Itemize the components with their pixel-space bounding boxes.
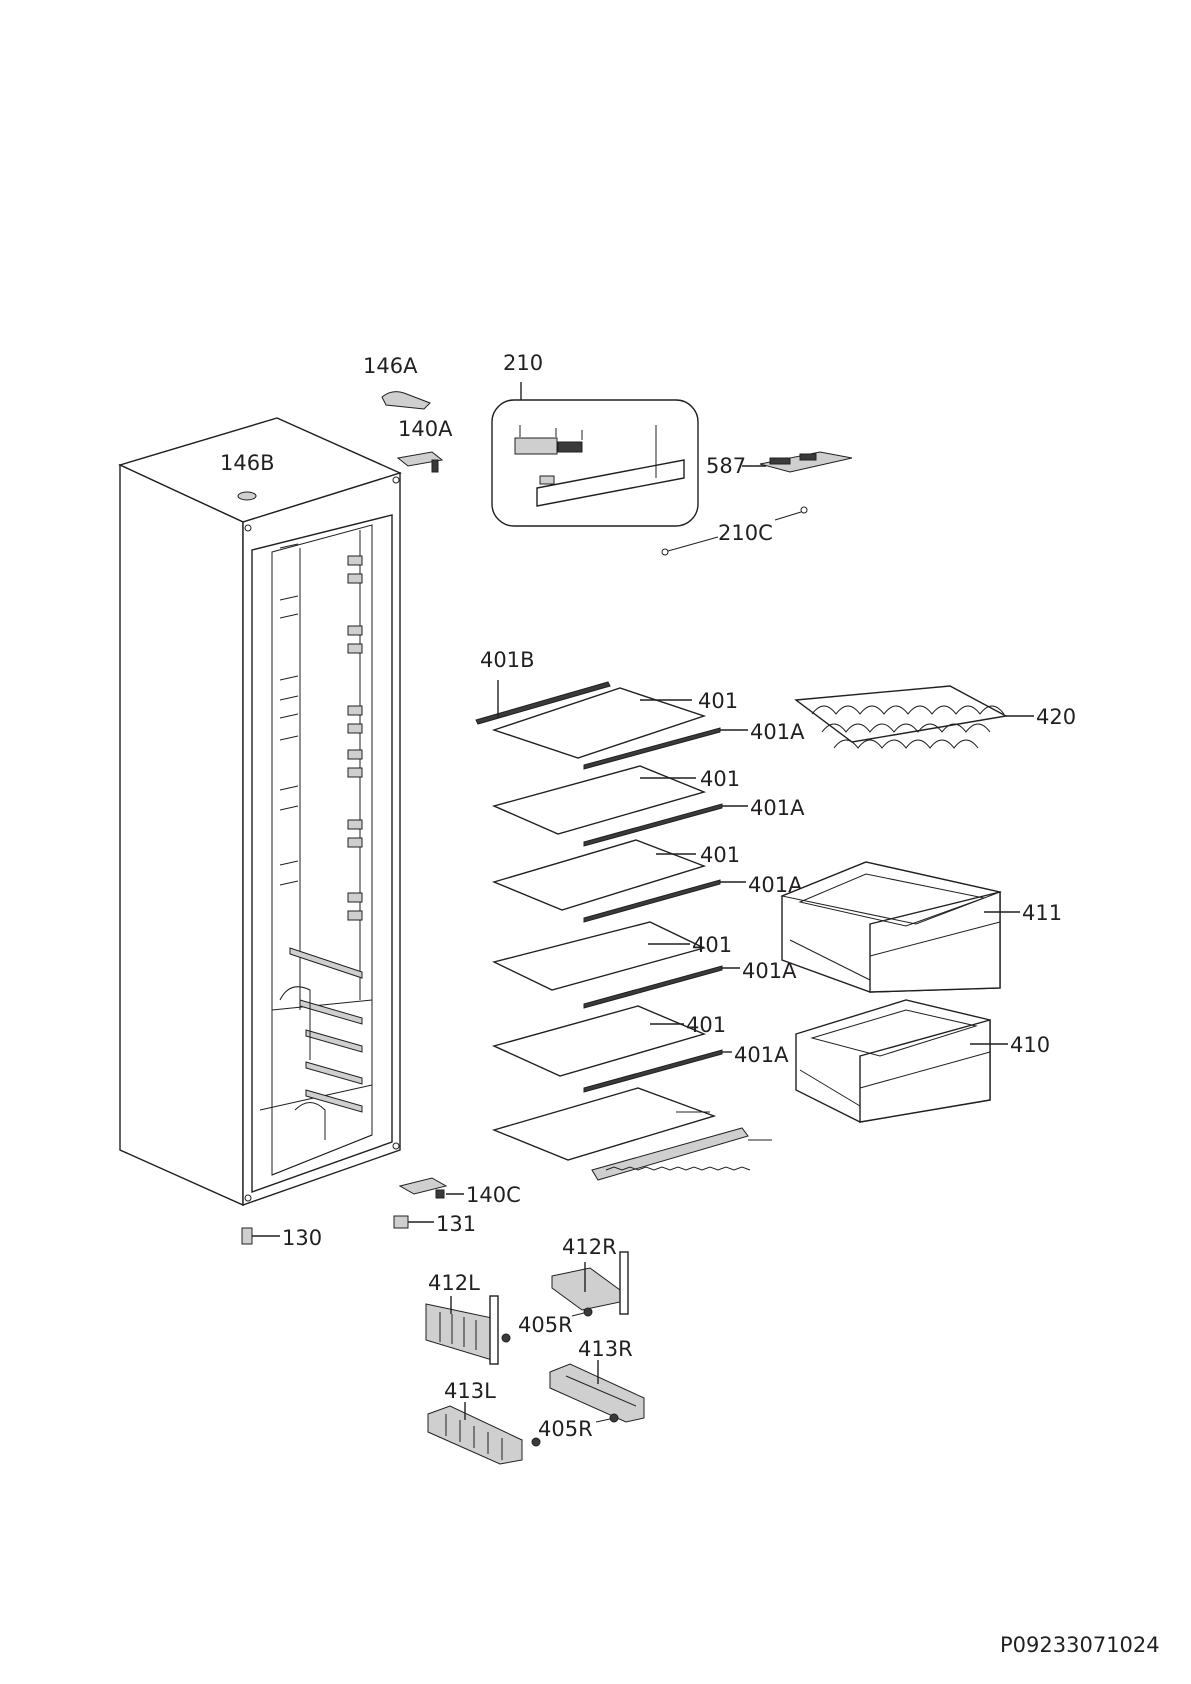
part-413R-rail: 413R xyxy=(549,1337,645,1423)
label-401-2: 401 xyxy=(700,767,740,791)
label-146A: 146A xyxy=(363,354,418,378)
label-405R-2: 405R xyxy=(538,1417,593,1441)
part-412R-rail: 412R xyxy=(551,1235,629,1315)
label-412R: 412R xyxy=(562,1235,617,1259)
label-401-4: 401 xyxy=(692,933,732,957)
label-130: 130 xyxy=(282,1226,322,1250)
label-413L: 413L xyxy=(444,1379,496,1403)
part-413L-rail: 413L xyxy=(427,1379,523,1465)
label-401A-5: 401A xyxy=(734,1043,789,1067)
part-410-drawer: 410 xyxy=(795,999,1050,1123)
label-210: 210 xyxy=(503,351,543,375)
part-140A: 140A xyxy=(396,417,453,473)
label-401-3: 401 xyxy=(700,843,740,867)
glass-shelves: 401B 401 401A 401 401A 401 401A xyxy=(475,648,805,1181)
part-210C: 210C xyxy=(661,506,808,556)
part-411-drawer: 411 xyxy=(780,861,1062,993)
cabinet-drawer-rails xyxy=(279,947,363,1140)
glass-shelf-6 xyxy=(491,1087,772,1181)
part-146A: 146A xyxy=(363,354,431,410)
glass-shelf-2: 401 401A xyxy=(491,765,805,847)
label-146B: 146B xyxy=(220,451,275,475)
label-131: 131 xyxy=(436,1212,476,1236)
part-140C: 140C xyxy=(398,1177,521,1207)
label-401-1: 401 xyxy=(698,689,738,713)
label-405R-1: 405R xyxy=(518,1313,573,1337)
part-130: 130 xyxy=(241,1226,322,1250)
part-420-wine-rack: 420 xyxy=(794,685,1076,749)
label-412L: 412L xyxy=(428,1271,480,1295)
label-140C: 140C xyxy=(466,1183,521,1207)
label-401-5: 401 xyxy=(686,1013,726,1037)
document-number: P09233071024 xyxy=(1000,1633,1160,1657)
label-420: 420 xyxy=(1036,705,1076,729)
glass-shelf-3: 401 401A xyxy=(491,839,803,923)
label-411: 411 xyxy=(1022,901,1062,925)
part-587-control-board: 587 xyxy=(706,451,853,478)
part-146B: 146B xyxy=(220,451,275,501)
glass-shelf-4: 401 401A xyxy=(491,921,797,1009)
label-587: 587 xyxy=(706,454,746,478)
label-140A: 140A xyxy=(398,417,453,441)
label-210C: 210C xyxy=(718,521,773,545)
part-412L-rail: 412L xyxy=(425,1271,499,1365)
part-405R-upper: 405R xyxy=(501,1307,593,1343)
label-401A-2: 401A xyxy=(750,796,805,820)
left-shelf-supports xyxy=(279,543,299,886)
label-410: 410 xyxy=(1010,1033,1050,1057)
part-131: 131 xyxy=(393,1212,476,1236)
label-401B: 401B xyxy=(480,648,535,672)
glass-shelf-1: 401B 401 401A xyxy=(475,648,805,770)
label-413R: 413R xyxy=(578,1337,633,1361)
glass-shelf-5: 401 401A xyxy=(491,1005,789,1093)
right-shelf-supports xyxy=(347,555,363,921)
part-405R-lower: 405R xyxy=(531,1413,619,1447)
label-401A-1: 401A xyxy=(750,720,805,744)
refrigerator-cabinet xyxy=(118,417,402,1207)
part-210-control-panel: 210 xyxy=(491,351,699,527)
label-401A-4: 401A xyxy=(742,959,797,983)
